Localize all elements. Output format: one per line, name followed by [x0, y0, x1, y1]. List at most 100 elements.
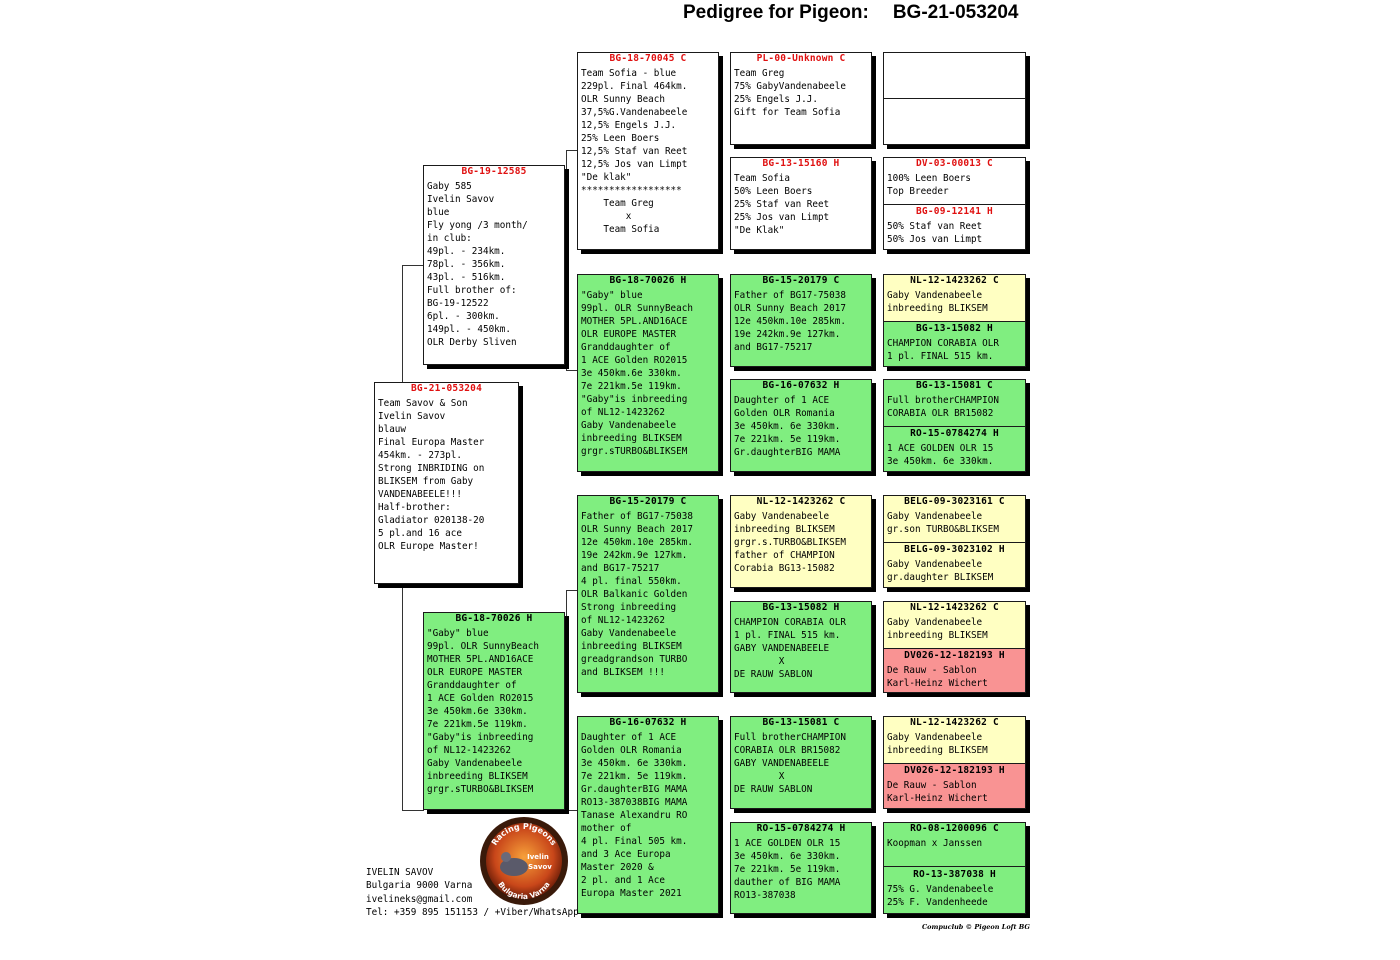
ring-number: NL-12-1423262 C	[910, 717, 999, 728]
pedigree-card-sire-dam[interactable]: BG-18-70026 H "Gaby" blue 99pl. OLR Sunn…	[577, 274, 719, 472]
pigeon-notes: Father of BG17-75038 OLR Sunny Beach 201…	[581, 511, 693, 678]
pedigree-card-gen4-pair[interactable]: NL-12-1423262 C Gaby Vandenabeele inbree…	[883, 601, 1026, 693]
connector-line	[566, 150, 577, 151]
pedigree-card-dam[interactable]: BG-18-70026 H "Gaby" blue 99pl. OLR Sunn…	[423, 612, 565, 810]
owner-contact: IVELIN SAVOV Bulgaria 9000 Varna iveline…	[366, 867, 579, 918]
pigeon-head-icon	[501, 852, 511, 862]
pigeon-notes: CHAMPION CORABIA OLR 1 pl. FINAL 515 km.…	[734, 617, 846, 680]
pedigree-card-gen4-pair[interactable]: RO-08-1200096 C Koopman x Janssen RO-13-…	[883, 822, 1026, 914]
pigeon-notes: De Rauw - Sablon Karl-Heinz Wichert	[887, 780, 988, 804]
pigeon-notes: "Gaby" blue 99pl. OLR SunnyBeach MOTHER …	[427, 628, 539, 795]
ring-number: RO-15-0784274 H	[910, 428, 999, 439]
pigeon-notes: 1 ACE GOLDEN OLR 15 3e 450km. 6e 330km. …	[734, 838, 841, 901]
racing-pigeons-logo: Racing Pigeons Bulgaria Varna Ivelin Sav…	[480, 817, 568, 905]
pedigree-card-dam-sire[interactable]: BG-15-20179 C Father of BG17-75038 OLR S…	[577, 495, 719, 693]
pair-lower-bg	[884, 649, 1025, 692]
title-pigeon-id: BG-21-053204	[892, 2, 1019, 23]
pigeon-notes: Team Sofia 50% Leen Boers 25% Staf van R…	[734, 173, 830, 236]
pair-separator	[884, 763, 1025, 764]
pedigree-card-gen3[interactable]: NL-12-1423262 C Gaby Vandenabeele inbree…	[730, 495, 872, 588]
ring-number: PL-00-Unknown C	[756, 53, 846, 64]
connector-line	[566, 150, 567, 370]
pair-lower: DV026-12-182193 H De Rauw - Sablon Karl-…	[884, 650, 1025, 690]
pedigree-card-gen4-pair[interactable]	[883, 52, 1026, 145]
ring-number: BG-13-15082 H	[916, 323, 993, 334]
pedigree-card-gen3[interactable]: BG-16-07632 H Daughter of 1 ACE Golden O…	[730, 379, 872, 472]
ring-number: NL-12-1423262 C	[910, 275, 999, 286]
pigeon-notes: Koopman x Janssen	[887, 838, 983, 849]
ring-number: BELG-09-3023161 C	[904, 496, 1005, 507]
pair-lower: BELG-09-3023102 H Gaby Vandenabeele gr.d…	[884, 544, 1025, 584]
pair-lower-bg	[884, 322, 1025, 366]
pedigree-card-gen3[interactable]: BG-13-15160 H Team Sofia 50% Leen Boers …	[730, 157, 872, 250]
ring-number: NL-12-1423262 C	[910, 602, 999, 613]
pigeon-notes: Gaby 585 Ivelin Savov blue Fly yong /3 m…	[427, 181, 528, 348]
pedigree-card-gen4-pair[interactable]: NL-12-1423262 C Gaby Vandenabeele inbree…	[883, 274, 1026, 367]
pedigree-card-gen4-pair[interactable]: DV-03-00013 C 100% Leen Boers Top Breede…	[883, 157, 1026, 250]
pigeon-notes: Gaby Vandenabeele gr.son TURBO&BLIKSEM	[887, 511, 999, 535]
ring-number: RO-13-387038 H	[913, 869, 996, 880]
pigeon-notes: "Gaby" blue 99pl. OLR SunnyBeach MOTHER …	[581, 290, 693, 457]
ring-number: BG-16-07632 H	[762, 380, 840, 391]
pedigree-card-sire[interactable]: BG-19-12585 Gaby 585 Ivelin Savov blue F…	[423, 165, 565, 365]
pigeon-notes: Gaby Vandenabeele inbreeding BLIKSEM	[887, 732, 988, 756]
pedigree-card-sire-sire[interactable]: BG-18-70045 C Team Sofia - blue 229pl. F…	[577, 52, 719, 250]
pigeon-notes: Gaby Vandenabeele inbreeding BLIKSEM grg…	[734, 511, 846, 574]
pair-separator	[884, 542, 1025, 543]
ring-number: DV-03-00013 C	[916, 158, 993, 169]
page-title: Pedigree for Pigeon: BG-21-053204	[683, 2, 1043, 30]
pigeon-notes: Gaby Vandenabeele inbreeding BLIKSEM	[887, 617, 988, 641]
pair-separator	[884, 98, 1025, 99]
connector-line	[566, 590, 567, 810]
ring-number: RO-15-0784274 H	[756, 823, 846, 834]
ring-number: NL-12-1423262 C	[756, 496, 846, 507]
pair-lower	[884, 100, 1025, 114]
pedigree-card-gen3[interactable]: RO-15-0784274 H 1 ACE GOLDEN OLR 15 3e 4…	[730, 822, 872, 914]
ring-number: BG-16-07632 H	[609, 717, 687, 728]
ring-number: BG-18-70026 H	[455, 613, 533, 624]
software-credit: Compuclub © Pigeon Loft BG	[922, 923, 1030, 931]
pedigree-card-gen4-pair[interactable]: BG-13-15081 C Full brotherCHAMPION CORAB…	[883, 379, 1026, 472]
pigeon-notes: 100% Leen Boers Top Breeder	[887, 173, 971, 197]
pair-separator	[884, 426, 1025, 427]
pedigree-card-gen3[interactable]: BG-13-15082 H CHAMPION CORABIA OLR 1 pl.…	[730, 601, 872, 693]
pigeon-notes: 50% Staf van Reet 50% Jos van Limpt	[887, 221, 983, 245]
pigeon-notes: 1 ACE GOLDEN OLR 15 3e 450km. 6e 330km.	[887, 443, 994, 467]
pedigree-card-dam-dam[interactable]: BG-16-07632 H Daughter of 1 ACE Golden O…	[577, 716, 719, 914]
pedigree-card-gen4-pair[interactable]: NL-12-1423262 C Gaby Vandenabeele inbree…	[883, 716, 1026, 809]
pair-separator	[884, 866, 1025, 867]
ring-number: BG-13-15081 C	[762, 717, 840, 728]
pair-separator	[884, 204, 1025, 205]
pair-separator	[884, 321, 1025, 322]
connector-line	[566, 370, 577, 371]
pedigree-card-gen3[interactable]: PL-00-Unknown C Team Greg 75% GabyVanden…	[730, 52, 872, 145]
pair-lower-bg	[884, 764, 1025, 808]
pair-lower: BG-09-12141 H 50% Staf van Reet 50% Jos …	[884, 206, 1025, 246]
pair-lower: RO-13-387038 H 75% G. Vandenabeele 25% F…	[884, 869, 1025, 909]
pedigree-card-subject[interactable]: BG-21-053204 Team Savov & Son Ivelin Sav…	[374, 382, 519, 584]
ring-number: DV026-12-182193 H	[904, 765, 1005, 776]
pigeon-notes: Full brotherCHAMPION CORABIA OLR BR15082…	[734, 732, 846, 795]
ring-number: RO-08-1200096 C	[910, 823, 999, 834]
pigeon-notes: Team Greg 75% GabyVandenabeele 25% Engel…	[734, 68, 846, 118]
pigeon-notes: Gaby Vandenabeele inbreeding BLIKSEM	[887, 290, 988, 314]
pigeon-notes: Full brotherCHAMPION CORABIA OLR BR15082	[887, 395, 999, 419]
pigeon-notes: Father of BG17-75038 OLR Sunny Beach 201…	[734, 290, 846, 353]
pigeon-notes: De Rauw - Sablon Karl-Heinz Wichert	[887, 665, 988, 689]
pedigree-card-gen4-pair[interactable]: BELG-09-3023161 C Gaby Vandenabeele gr.s…	[883, 495, 1026, 588]
connector-line	[566, 590, 577, 591]
ring-number: BELG-09-3023102 H	[904, 544, 1005, 555]
ring-number: BG-18-70045 C	[609, 53, 687, 64]
pigeon-notes: CHAMPION CORABIA OLR 1 pl. FINAL 515 km.	[887, 338, 999, 362]
pair-separator	[884, 648, 1025, 649]
pigeon-icon	[500, 858, 528, 876]
pedigree-card-gen3[interactable]: BG-13-15081 C Full brotherCHAMPION CORAB…	[730, 716, 872, 809]
title-prefix: Pedigree for Pigeon:	[683, 2, 869, 23]
ring-number: BG-13-15082 H	[762, 602, 840, 613]
ring-number: BG-15-20179 C	[609, 496, 687, 507]
ring-number: BG-13-15160 H	[762, 158, 840, 169]
ring-number	[884, 53, 1025, 65]
pigeon-notes: Gaby Vandenabeele gr.daughter BLIKSEM	[887, 559, 994, 583]
pedigree-card-gen3[interactable]: BG-15-20179 C Father of BG17-75038 OLR S…	[730, 274, 872, 367]
pair-lower: RO-15-0784274 H 1 ACE GOLDEN OLR 15 3e 4…	[884, 428, 1025, 468]
